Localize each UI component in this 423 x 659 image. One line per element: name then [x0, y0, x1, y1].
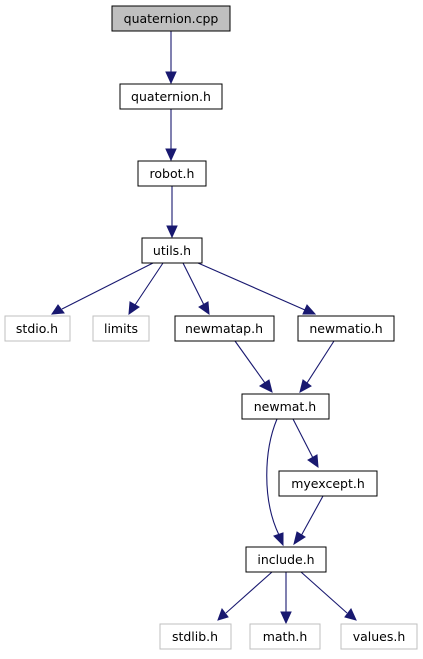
node-label: values.h [353, 629, 406, 644]
edge-quaternion-cpp-to-quaternion-h [165, 31, 177, 85]
node-label: stdlib.h [172, 629, 218, 644]
arrowhead-icon [217, 607, 229, 621]
node-label: utils.h [153, 243, 191, 258]
edge-line [61, 262, 154, 310]
arrowhead-icon [344, 608, 357, 621]
arrowhead-icon [293, 531, 306, 546]
arrowhead-icon [128, 301, 140, 316]
node-label: newmat.h [254, 399, 316, 414]
node-label: quaternion.cpp [124, 11, 219, 26]
edge-line [225, 571, 273, 614]
edge-newmatap-h-to-newmat-h [234, 340, 273, 393]
node-label: myexcept.h [291, 476, 365, 491]
node-newmat-h[interactable]: newmat.h [241, 393, 330, 420]
edge-line [292, 418, 314, 459]
edge-quaternion-h-to-robot-h [165, 109, 177, 162]
node-quaternion-cpp[interactable]: quaternion.cpp [111, 5, 231, 32]
edge-utils-h-to-newmatio-h [197, 262, 317, 315]
edge-utils-h-to-newmatap-h [182, 262, 210, 316]
arrowhead-icon [51, 304, 65, 315]
node-quaternion-h[interactable]: quaternion.h [119, 83, 223, 110]
edge-utils-h-to-limits [128, 262, 164, 316]
arrowhead-icon [280, 611, 292, 625]
node-label: quaternion.h [131, 89, 211, 104]
edge-line [134, 262, 164, 306]
edge-line [266, 418, 280, 536]
edge-line [306, 340, 335, 384]
arrowhead-icon [166, 225, 178, 239]
node-robot-h[interactable]: robot.h [137, 160, 207, 187]
node-math-h[interactable]: math.h [249, 623, 321, 650]
node-label: newmatio.h [309, 321, 382, 336]
node-label: newmatap.h [185, 321, 263, 336]
node-label: robot.h [150, 166, 195, 181]
node-include-h[interactable]: include.h [245, 546, 327, 573]
arrowhead-icon [165, 148, 177, 162]
edge-myexcept-h-to-include-h [293, 495, 324, 546]
edges-layer [51, 31, 357, 625]
edge-newmatio-h-to-newmat-h [299, 340, 335, 393]
arrowhead-icon [299, 379, 312, 393]
edge-include-h-to-stdlib-h [217, 571, 273, 621]
arrowhead-icon [273, 532, 284, 547]
node-newmatap-h[interactable]: newmatap.h [174, 315, 275, 342]
node-label: include.h [257, 552, 314, 567]
node-values-h[interactable]: values.h [340, 623, 418, 650]
edge-line [300, 495, 324, 537]
arrowhead-icon [198, 301, 210, 316]
arrowhead-icon [302, 304, 317, 315]
edge-include-h-to-values-h [300, 571, 357, 621]
edge-line [197, 262, 306, 311]
arrowhead-icon [165, 71, 177, 85]
edge-line [234, 340, 266, 384]
edge-utils-h-to-stdio-h [51, 262, 154, 315]
node-stdio-h[interactable]: stdio.h [4, 315, 71, 342]
node-utils-h[interactable]: utils.h [141, 237, 203, 264]
node-limits[interactable]: limits [92, 315, 150, 342]
edge-newmat-h-to-myexcept-h [292, 418, 319, 469]
edge-line [300, 571, 348, 614]
arrowhead-icon [259, 379, 273, 393]
node-newmatio-h[interactable]: newmatio.h [297, 315, 395, 342]
edge-robot-h-to-utils-h [166, 186, 178, 239]
edge-include-h-to-math-h [280, 572, 292, 625]
arrowhead-icon [307, 454, 319, 469]
edge-newmat-h-to-include-h [266, 418, 284, 547]
node-myexcept-h[interactable]: myexcept.h [278, 470, 378, 497]
node-label: math.h [263, 629, 308, 644]
node-label: stdio.h [16, 321, 58, 336]
node-stdlib-h[interactable]: stdlib.h [159, 623, 232, 650]
node-label: limits [104, 321, 138, 336]
edge-line [182, 262, 205, 306]
